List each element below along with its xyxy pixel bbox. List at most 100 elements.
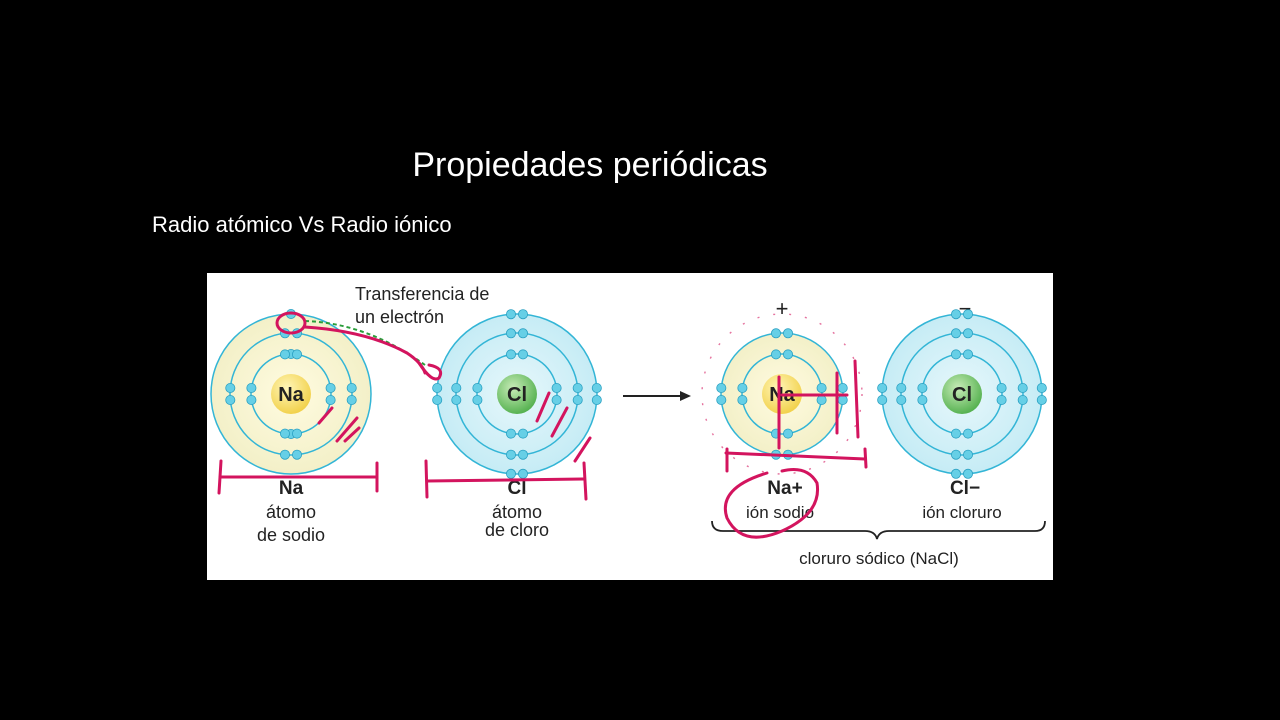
electron [951, 328, 962, 339]
electron [996, 383, 1007, 394]
chlorine-atom: Cl [432, 309, 602, 479]
electron [517, 309, 528, 320]
electron [472, 395, 483, 406]
chloride-ion-desc: ión cloruro [922, 503, 1001, 522]
chloride-ion-label: Cl− [950, 478, 980, 499]
transfer-label-line2: un electrón [355, 307, 444, 327]
sodium-nucleus [271, 374, 311, 414]
sodium-ion-desc: ión sodio [746, 503, 814, 522]
ionic-bond-figure: Na Cl Transferencia de un electrón Na + … [207, 273, 1053, 580]
electron [963, 468, 974, 479]
electron [346, 383, 357, 394]
electron [771, 328, 782, 339]
electron [551, 383, 562, 394]
sodium-ion-charge: + [776, 296, 789, 321]
electron [917, 383, 928, 394]
electron [432, 383, 443, 394]
electron [877, 395, 888, 406]
electron [325, 395, 336, 406]
electron [877, 383, 888, 394]
electron [716, 395, 727, 406]
slide-subtitle: Radio atómico Vs Radio iónico [152, 212, 452, 237]
compound-label: cloruro sódico (NaCl) [799, 549, 959, 568]
electron [917, 395, 928, 406]
electron [1036, 395, 1047, 406]
electron [292, 449, 303, 460]
electron [280, 349, 291, 360]
sodium-ion-label: Na+ [767, 478, 802, 499]
electron [896, 383, 907, 394]
electron [225, 383, 236, 394]
electron [591, 395, 602, 406]
electron [292, 428, 303, 439]
electron [517, 449, 528, 460]
compound-brace [711, 520, 1046, 540]
electron [517, 428, 528, 439]
electron [737, 395, 748, 406]
electron [505, 428, 516, 439]
electron [505, 349, 516, 360]
electron [1017, 395, 1028, 406]
former-radius-halo [701, 313, 863, 475]
electron [837, 395, 848, 406]
chlorine-electrons [432, 309, 602, 479]
sodium-atom-label: Na [279, 478, 304, 499]
sodium-symbol: Na [278, 384, 304, 406]
electron [572, 383, 583, 394]
chlorine-nucleus [497, 374, 537, 414]
electron [505, 309, 516, 320]
sodium-atom-desc-line2: de sodio [257, 525, 325, 545]
electron [771, 349, 782, 360]
electron [783, 328, 794, 339]
electron [325, 383, 336, 394]
electron [451, 395, 462, 406]
chloride-ion-symbol: Cl [952, 384, 972, 406]
electron [963, 328, 974, 339]
electron [572, 395, 583, 406]
electron [996, 395, 1007, 406]
electron [783, 349, 794, 360]
electron [951, 428, 962, 439]
electron [280, 428, 291, 439]
reaction-arrow [623, 391, 691, 401]
electron [963, 309, 974, 320]
chloride-ion-charge: − [959, 296, 972, 321]
chloride-ion-electrons [877, 309, 1047, 479]
electron [451, 383, 462, 394]
sodium-atom: Na [210, 309, 372, 475]
slide-title: Propiedades periódicas [412, 146, 768, 184]
electron [963, 428, 974, 439]
electron [246, 383, 257, 394]
chloride-ion: Cl − [877, 296, 1047, 479]
electron [246, 395, 257, 406]
electron [816, 395, 827, 406]
electron [951, 309, 962, 320]
electron [837, 383, 848, 394]
electron [737, 383, 748, 394]
electron [951, 449, 962, 460]
electron [517, 349, 528, 360]
sodium-atom-desc-line1: átomo [266, 502, 316, 522]
electron [280, 449, 291, 460]
chlorine-atom-desc-line2: de cloro [485, 520, 549, 540]
ionic-bond-diagram: Na Cl Transferencia de un electrón Na + … [210, 284, 1047, 568]
electron [225, 395, 236, 406]
electron [716, 383, 727, 394]
sodium-ion: Na + [716, 296, 848, 460]
electron [505, 328, 516, 339]
electron [896, 395, 907, 406]
electron [783, 428, 794, 439]
handwritten-annotations [217, 311, 868, 539]
electron [951, 349, 962, 360]
electron [1017, 383, 1028, 394]
electron [591, 383, 602, 394]
transfer-label-line1: Transferencia de [355, 284, 489, 304]
chlorine-atom-desc-line1: átomo [492, 502, 542, 522]
chlorine-symbol: Cl [507, 384, 527, 406]
electron [505, 449, 516, 460]
electron [551, 395, 562, 406]
chlorine-atom-label: Cl [508, 478, 527, 499]
electron [963, 349, 974, 360]
electron [1036, 383, 1047, 394]
electron [963, 449, 974, 460]
